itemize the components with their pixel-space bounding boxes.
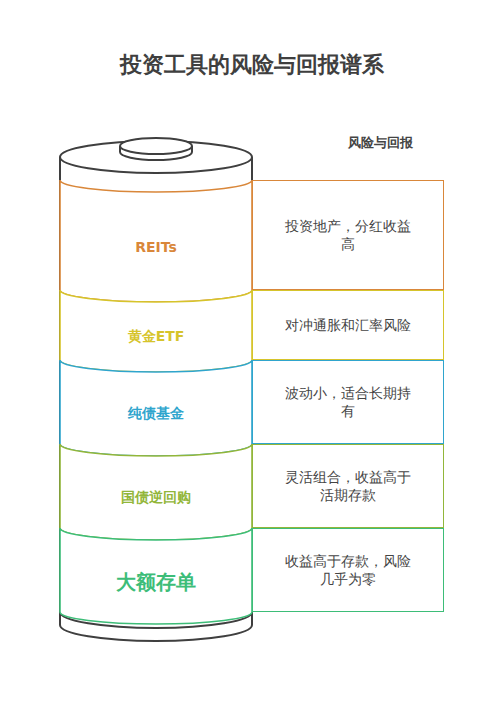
cylinder-band: REITs bbox=[60, 180, 252, 302]
cylinder-band: 黄金ETF bbox=[60, 290, 252, 372]
box-text: 对冲通胀和汇率风险 bbox=[282, 316, 414, 334]
cylinder-cap bbox=[120, 138, 192, 154]
cylinder-band: 纯债基金 bbox=[60, 360, 252, 456]
cylinder-body bbox=[60, 157, 252, 641]
column-header: 风险与回报 bbox=[300, 134, 460, 152]
description-box: 收益高于存款，风险几乎为零 bbox=[252, 528, 444, 612]
description-box: 波动小，适合长期持有 bbox=[252, 360, 444, 444]
diagram-title: 投资工具的风险与回报谱系 bbox=[0, 50, 504, 80]
band-shape bbox=[60, 528, 252, 624]
band-shape bbox=[60, 180, 252, 302]
cylinder-band: 大额存单 bbox=[60, 528, 252, 624]
band-shape bbox=[60, 444, 252, 540]
description-box: 投资地产，分红收益高 bbox=[252, 180, 444, 290]
band-label: 大额存单 bbox=[60, 569, 252, 596]
box-text: 灵活组合，收益高于活期存款 bbox=[282, 468, 414, 504]
band-label: 黄金ETF bbox=[60, 328, 252, 346]
band-label: 纯债基金 bbox=[60, 405, 252, 423]
box-text: 收益高于存款，风险几乎为零 bbox=[282, 552, 414, 588]
box-text: 投资地产，分红收益高 bbox=[282, 217, 414, 253]
box-text: 波动小，适合长期持有 bbox=[282, 384, 414, 420]
description-box: 对冲通胀和汇率风险 bbox=[252, 290, 444, 360]
band-label: 国债逆回购 bbox=[60, 489, 252, 507]
description-box: 灵活组合，收益高于活期存款 bbox=[252, 444, 444, 528]
band-shape bbox=[60, 290, 252, 372]
band-shape bbox=[60, 360, 252, 456]
cylinder-band: 国债逆回购 bbox=[60, 444, 252, 540]
band-label: REITs bbox=[60, 239, 252, 255]
